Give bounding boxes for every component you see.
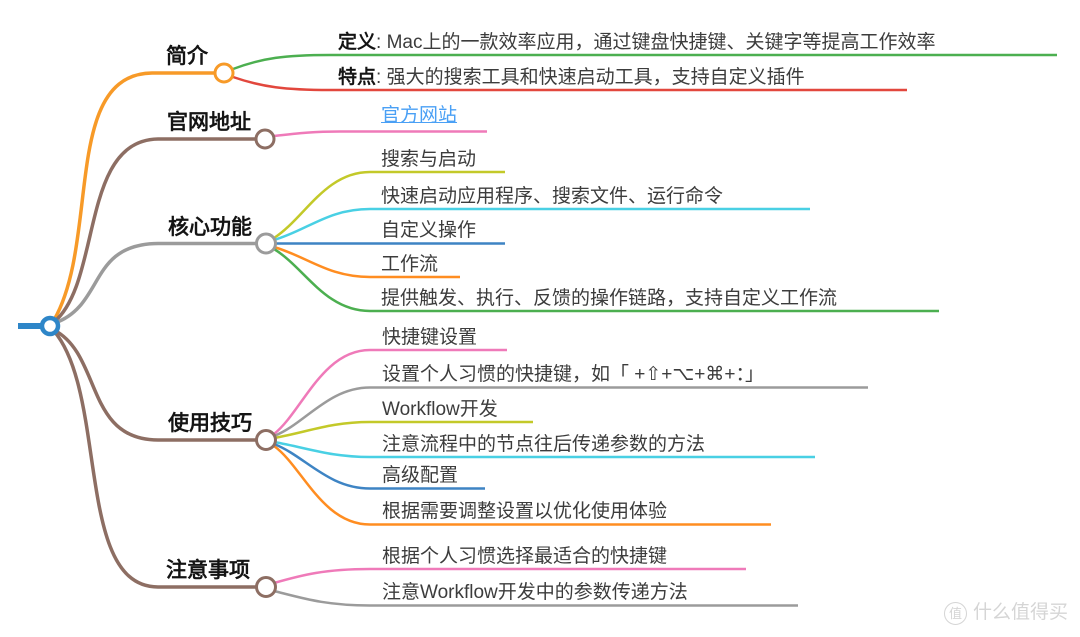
node-circle-website[interactable] (254, 128, 276, 150)
node-workflow-dev[interactable]: Workflow开发 (382, 399, 498, 420)
child-line-note-workflow (273, 589, 798, 607)
child-line-hotkey-desc (273, 386, 868, 438)
child-line-workflow-dev-desc (273, 440, 815, 459)
child-line-note-hotkey (273, 567, 746, 585)
branch-label-website[interactable]: 官网地址 (167, 111, 251, 134)
child-line-advanced-config-desc (273, 444, 771, 526)
node-circle-tips[interactable] (255, 429, 277, 451)
child-line-advanced-config (273, 442, 485, 490)
child-line-workflow (273, 245, 460, 279)
node-workflow-desc[interactable]: 提供触发、执行、反馈的操作链路，支持自定义工作流 (381, 288, 838, 309)
node-hotkey-setting[interactable]: 快捷键设置 (382, 327, 478, 348)
child-line-official-site (273, 130, 487, 138)
child-line-quick-launch (273, 207, 810, 242)
node-search-launch[interactable]: 搜索与启动 (381, 149, 477, 170)
node-note-hotkey[interactable]: 根据个人习惯选择最适合的快捷键 (382, 546, 668, 567)
child-line-hotkey-setting (273, 348, 507, 435)
node-definition[interactable]: 定义: Mac上的一款效率应用，通过键盘快捷键、关键字等提高工作效率 (338, 31, 935, 55)
node-circle-core-features[interactable] (255, 232, 277, 255)
branch-line-intro (52, 71, 215, 321)
node-feature[interactable]: 特点: 强大的搜索工具和快速启动工具，支持自定义插件 (338, 66, 805, 90)
smzdm-logo-icon: 值 (944, 601, 967, 625)
branch-line-website (52, 137, 256, 324)
node-workflow[interactable]: 工作流 (381, 254, 439, 275)
node-custom-actions[interactable]: 自定义操作 (381, 220, 477, 241)
branch-line-core-features (54, 241, 256, 325)
child-line-workflow-dev (273, 420, 533, 440)
node-note-workflow[interactable]: 注意Workflow开发中的参数传递方法 (382, 582, 688, 603)
definition-prefix: 定义 (338, 32, 377, 53)
node-circle-intro[interactable] (213, 62, 235, 84)
node-advanced-config[interactable]: 高级配置 (382, 465, 459, 486)
child-line-definition (232, 53, 1057, 71)
branch-line-notes (52, 329, 257, 589)
branch-label-core-features[interactable]: 核心功能 (168, 216, 252, 239)
node-quick-launch[interactable]: 快速启动应用程序、搜索文件、运行命令 (381, 186, 724, 207)
branch-line-tips (53, 328, 256, 442)
child-line-search-launch (273, 170, 505, 240)
node-hotkey-desc[interactable]: 设置个人习惯的快捷键，如「 +⇧+⌥+⌘+：」 (382, 364, 764, 385)
branch-label-notes[interactable]: 注意事项 (166, 559, 250, 582)
official-site-link[interactable]: 官方网站 (381, 105, 458, 126)
node-circle-notes[interactable] (255, 576, 277, 598)
definition-text: : Mac上的一款效率应用，通过键盘快捷键、关键字等提高工作效率 (376, 32, 936, 53)
child-line-workflow-desc (273, 247, 939, 313)
smzdm-watermark: 值 什么值得买 (944, 601, 1068, 625)
branch-label-tips[interactable]: 使用技巧 (168, 412, 252, 435)
watermark-text: 什么值得买 (973, 602, 1069, 623)
child-line-feature (232, 75, 907, 92)
root-node-circle[interactable] (39, 315, 61, 337)
branch-label-intro[interactable]: 简介 (166, 45, 208, 68)
feature-prefix: 特点 (338, 67, 377, 88)
feature-text: : 强大的搜索工具和快速启动工具，支持自定义插件 (376, 67, 805, 88)
node-workflow-dev-desc[interactable]: 注意流程中的节点往后传递参数的方法 (382, 434, 706, 455)
node-advanced-config-desc[interactable]: 根据需要调整设置以优化使用体验 (382, 501, 668, 522)
